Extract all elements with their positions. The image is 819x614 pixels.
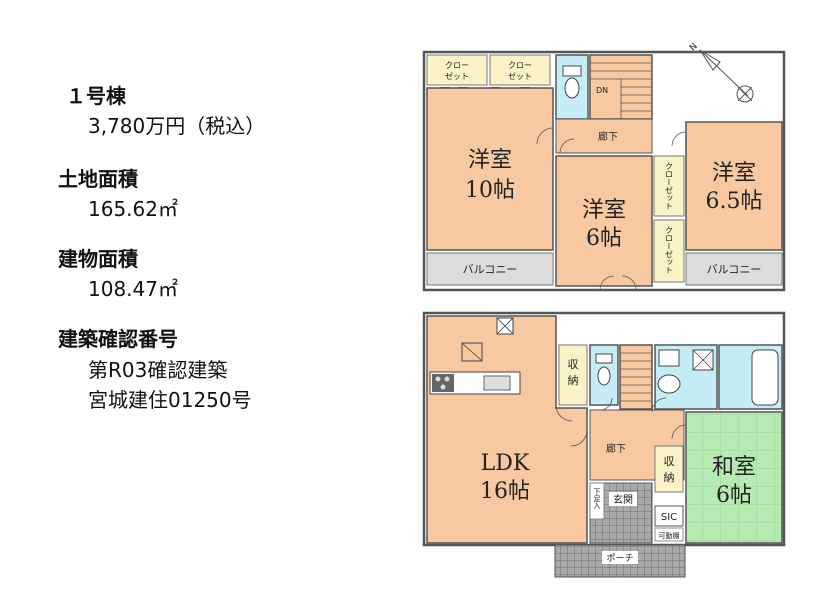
shoe-rack	[589, 482, 605, 520]
bathtub-icon	[751, 349, 779, 406]
fridge-space-icon	[461, 342, 483, 362]
room-japanese-6-size: 6帖	[716, 483, 752, 508]
shoe-rack-label: 下足入	[593, 488, 601, 509]
property-info: １号棟 3,780万円（税込） 土地面積 165.62㎡ 建物面積 108.47…	[0, 0, 400, 614]
closet-a-label-2: ゼット	[445, 71, 469, 81]
toilet-tank-icon	[562, 65, 582, 77]
movable-shelf-label: 可動棚	[659, 531, 680, 540]
closet-a	[426, 54, 488, 86]
stair-treads-1f	[620, 352, 652, 402]
closet-vertical-2-label: クローゼット	[665, 226, 674, 274]
hallway-1f-label: 廊下	[606, 442, 626, 455]
door-swings-2f	[536, 127, 687, 291]
storage-1-label-1: 収	[568, 358, 579, 371]
room-western-6	[555, 155, 653, 287]
entrance-label-bg	[609, 492, 637, 506]
toilet-bowl-icon	[564, 77, 580, 99]
storage-1	[558, 344, 588, 406]
room-western-6-5-size: 6.5帖	[706, 189, 763, 214]
washing-machine-icon	[657, 374, 681, 394]
balcony-right-label: バルコニー	[707, 263, 762, 276]
permit-number-line2: 宮城建住01250号	[88, 388, 252, 412]
closet-vertical-2	[653, 219, 685, 283]
land-area-value: 165.62㎡	[88, 197, 178, 221]
balcony-left	[426, 252, 554, 286]
room-western-6-size: 6帖	[586, 226, 622, 251]
compass-north-label: N	[688, 42, 700, 54]
entrance-label: 玄関	[613, 493, 633, 506]
storage-2	[654, 445, 684, 493]
second-floor-plan: クロー ゼット クロー ゼット 洋室 10帖 DN 廊下 洋室	[422, 50, 786, 292]
toilet-1f-tank-icon	[595, 353, 613, 364]
closet-a-label-1: クロー	[445, 61, 469, 70]
room-western-10	[426, 87, 554, 251]
room-western-6-5-name: 洋室	[712, 161, 756, 186]
closet-b-label-2: ゼット	[508, 71, 532, 81]
storage-2-label-2: 納	[664, 471, 675, 484]
toilet-1f-bowl-icon	[597, 366, 611, 386]
porch-label: ポーチ	[606, 553, 633, 564]
wash-basin-icon	[658, 349, 680, 367]
door-swings-1f	[555, 397, 687, 447]
shoe-closet-label: SIC	[661, 512, 677, 523]
closet-b-label-1: クロー	[508, 61, 532, 70]
storage-2-label-1: 収	[664, 455, 675, 468]
land-area-label: 土地面積	[58, 167, 138, 191]
room-western-10-name: 洋室	[468, 148, 512, 173]
building-number: １号棟	[66, 84, 126, 108]
floor-area-value: 108.47㎡	[88, 277, 178, 301]
permit-number-line1: 第R03確認建築	[88, 358, 228, 382]
price: 3,780万円（税込）	[88, 114, 266, 138]
closet-vertical-1-label: クローゼット	[665, 162, 674, 210]
balcony-left-label: バルコニー	[463, 263, 518, 276]
porch-label-bg	[602, 551, 638, 564]
compass-icon: N	[688, 42, 754, 103]
room-japanese-6-name: 和室	[712, 455, 756, 480]
room-western-10-size: 10帖	[465, 178, 515, 203]
stair-down-label: DN	[596, 86, 608, 95]
room-japanese-6	[685, 411, 783, 544]
stair-treads-2f	[590, 62, 652, 119]
first-floor-plan: LDK 16帖 収 納 UP	[422, 311, 786, 578]
closet-vertical-1	[653, 155, 685, 217]
room-western-6-name: 洋室	[582, 198, 626, 223]
shoe-closet	[654, 505, 684, 527]
movable-shelf	[654, 527, 684, 542]
room-western-6-5	[685, 121, 783, 251]
hallway-2f	[555, 118, 653, 154]
room-ldk-name: LDK	[481, 451, 530, 476]
storage-1-label-2: 納	[568, 374, 579, 387]
permit-number-label: 建築確認番号	[58, 327, 178, 351]
room-ldk-size: 16帖	[480, 479, 530, 504]
hallway-2f-label: 廊下	[598, 130, 618, 143]
sink-icon	[483, 375, 511, 391]
closet-b	[489, 54, 551, 86]
balcony-right	[685, 252, 783, 286]
floor-area-label: 建物面積	[58, 247, 138, 271]
